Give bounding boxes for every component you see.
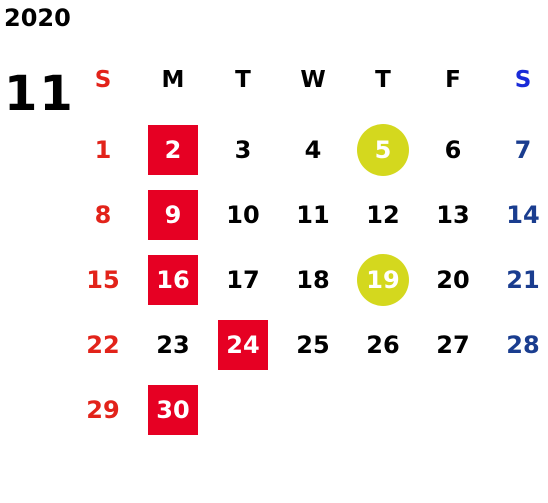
weekday-label: S [94, 67, 112, 93]
day-number: 10 [226, 201, 260, 229]
day-cell[interactable]: 11 [278, 190, 348, 240]
day-cell[interactable]: 20 [418, 255, 488, 305]
weekday-label: W [300, 67, 326, 93]
day-cell[interactable]: 3 [208, 125, 278, 175]
highlighted-day-number: 30 [148, 385, 198, 435]
day-cell[interactable]: 21 [488, 255, 548, 305]
day-number: 1 [94, 136, 112, 164]
day-number: 18 [296, 266, 330, 294]
highlighted-day-number: 9 [148, 190, 198, 240]
day-number: 21 [506, 266, 540, 294]
highlighted-day-number: 5 [357, 124, 409, 176]
day-number: 13 [436, 201, 470, 229]
weekday-label: M [161, 67, 185, 93]
day-number: 23 [156, 331, 190, 359]
day-cell[interactable]: 13 [418, 190, 488, 240]
day-number: 26 [366, 331, 400, 359]
month-number: 11 [4, 66, 75, 122]
day-number: 14 [506, 201, 540, 229]
day-number: 15 [86, 266, 120, 294]
week-row: 15 16 17 18 19 20 21 [68, 254, 548, 306]
day-cell[interactable]: 23 [138, 320, 208, 370]
day-cell[interactable]: 1 [68, 125, 138, 175]
day-number: 17 [226, 266, 260, 294]
day-number: 6 [444, 136, 462, 164]
week-row: 1 2 3 4 5 6 7 [68, 124, 548, 176]
day-cell[interactable]: 27 [418, 320, 488, 370]
day-cell[interactable]: 7 [488, 125, 548, 175]
day-number: 11 [296, 201, 330, 229]
day-cell[interactable]: 24 [208, 320, 278, 370]
day-cell[interactable]: 2 [138, 125, 208, 175]
weekday-label: F [445, 67, 461, 93]
day-cell [418, 385, 488, 435]
week-row: 29 30 [68, 385, 548, 435]
day-cell[interactable]: 22 [68, 320, 138, 370]
day-number: 7 [514, 136, 532, 164]
day-cell[interactable]: 5 [348, 124, 418, 176]
weekday-label: T [375, 67, 391, 93]
day-cell [278, 385, 348, 435]
weekday-label: T [235, 67, 251, 93]
day-cell[interactable]: 29 [68, 385, 138, 435]
day-cell[interactable]: 19 [348, 254, 418, 306]
highlighted-day-number: 19 [357, 254, 409, 306]
day-number: 4 [304, 136, 322, 164]
day-number: 12 [366, 201, 400, 229]
day-cell [348, 385, 418, 435]
day-number: 20 [436, 266, 470, 294]
day-number: 25 [296, 331, 330, 359]
day-cell [488, 385, 548, 435]
day-number: 8 [94, 201, 112, 229]
day-number: 27 [436, 331, 470, 359]
day-cell[interactable]: 17 [208, 255, 278, 305]
day-cell[interactable]: 28 [488, 320, 548, 370]
week-row: 8 9 10 11 12 13 14 [68, 190, 548, 240]
day-cell[interactable]: 8 [68, 190, 138, 240]
day-cell[interactable]: 15 [68, 255, 138, 305]
day-cell[interactable]: 16 [138, 255, 208, 305]
day-cell[interactable]: 30 [138, 385, 208, 435]
year-label: 2020 [4, 4, 71, 32]
day-cell[interactable]: 9 [138, 190, 208, 240]
day-cell [208, 385, 278, 435]
day-cell[interactable]: 6 [418, 125, 488, 175]
day-number: 22 [86, 331, 120, 359]
highlighted-day-number: 24 [218, 320, 268, 370]
day-number: 29 [86, 396, 120, 424]
day-cell[interactable]: 26 [348, 320, 418, 370]
day-cell[interactable]: 14 [488, 190, 548, 240]
day-cell[interactable]: 4 [278, 125, 348, 175]
day-number: 3 [234, 136, 252, 164]
day-number: 28 [506, 331, 540, 359]
week-row: 22 23 24 25 26 27 28 [68, 320, 548, 370]
highlighted-day-number: 16 [148, 255, 198, 305]
weekday-label: S [514, 67, 532, 93]
day-cell[interactable]: 12 [348, 190, 418, 240]
highlighted-day-number: 2 [148, 125, 198, 175]
day-cell[interactable]: 18 [278, 255, 348, 305]
day-cell[interactable]: 10 [208, 190, 278, 240]
day-cell[interactable]: 25 [278, 320, 348, 370]
